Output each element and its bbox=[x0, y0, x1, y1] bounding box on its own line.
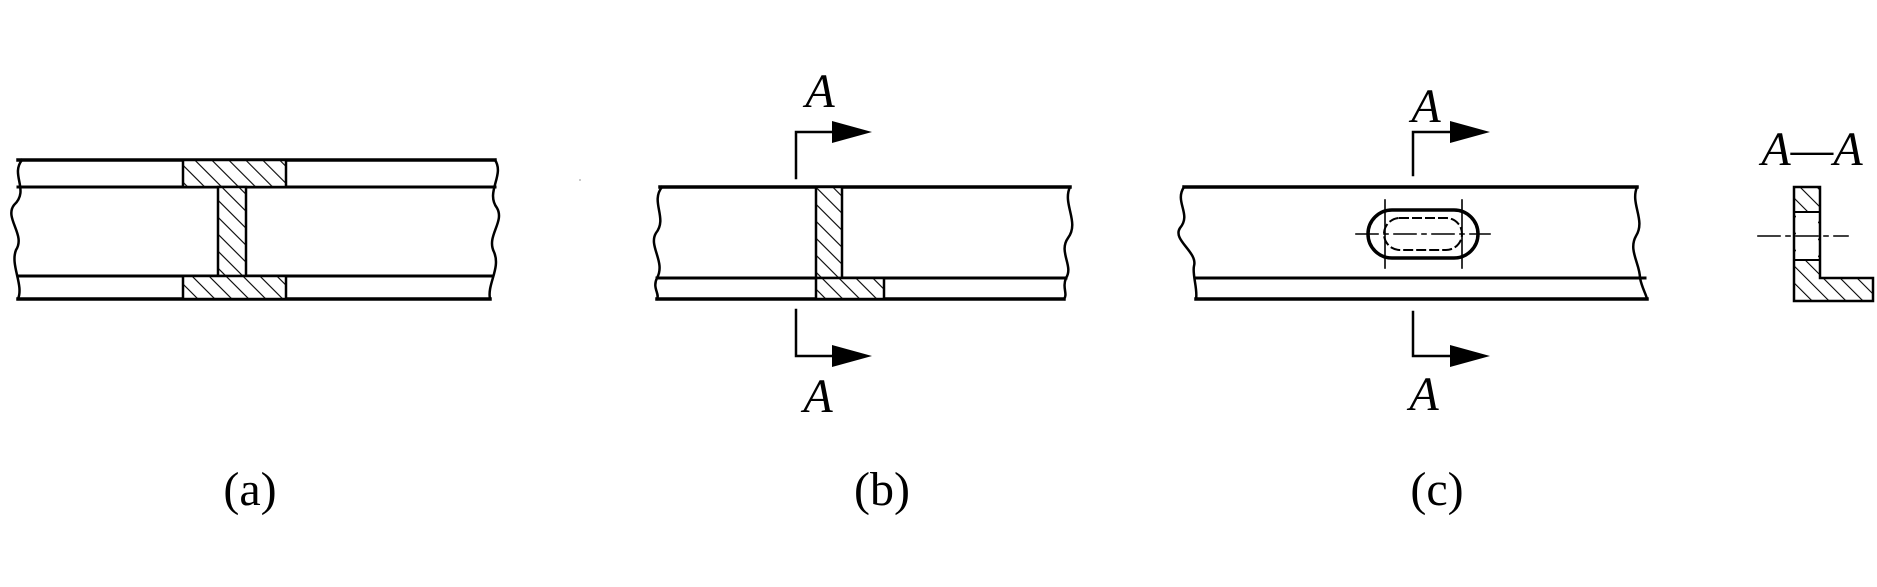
stray-dot bbox=[579, 179, 581, 181]
left-break-line bbox=[652, 185, 664, 301]
caption-a: (a) bbox=[223, 463, 276, 516]
right-break-line bbox=[488, 158, 501, 301]
section-view-label: A—A bbox=[1758, 123, 1863, 176]
caption-b: (b) bbox=[854, 463, 910, 516]
left-break-line bbox=[10, 158, 24, 301]
section-arrow-top bbox=[1411, 121, 1490, 177]
hatched-flange bbox=[814, 276, 886, 301]
right-break-line bbox=[1632, 185, 1649, 301]
right-break-line bbox=[1062, 185, 1074, 301]
section-label-bottom: A bbox=[1406, 368, 1439, 421]
section-label-top: A bbox=[802, 65, 835, 118]
section-arrow-bottom bbox=[794, 308, 872, 367]
hatched-web bbox=[216, 185, 248, 278]
section-label-top: A bbox=[1408, 80, 1441, 133]
hatched-web bbox=[814, 185, 844, 280]
section-view-a-a: A—A bbox=[1757, 123, 1875, 303]
hatched-bottom-plate bbox=[181, 274, 288, 301]
figure-a: (a) bbox=[10, 158, 501, 516]
slot-hole bbox=[1355, 199, 1491, 269]
left-break-line bbox=[1177, 185, 1198, 301]
hatched-top-plate bbox=[181, 158, 288, 189]
figure-b: A A (b) bbox=[652, 65, 1074, 516]
caption-c: (c) bbox=[1410, 463, 1463, 516]
section-arrow-bottom bbox=[1411, 310, 1490, 367]
figure-c: A A (c) bbox=[1177, 80, 1649, 516]
section-arrow-top bbox=[794, 121, 872, 180]
section-label-bottom: A bbox=[800, 370, 833, 423]
